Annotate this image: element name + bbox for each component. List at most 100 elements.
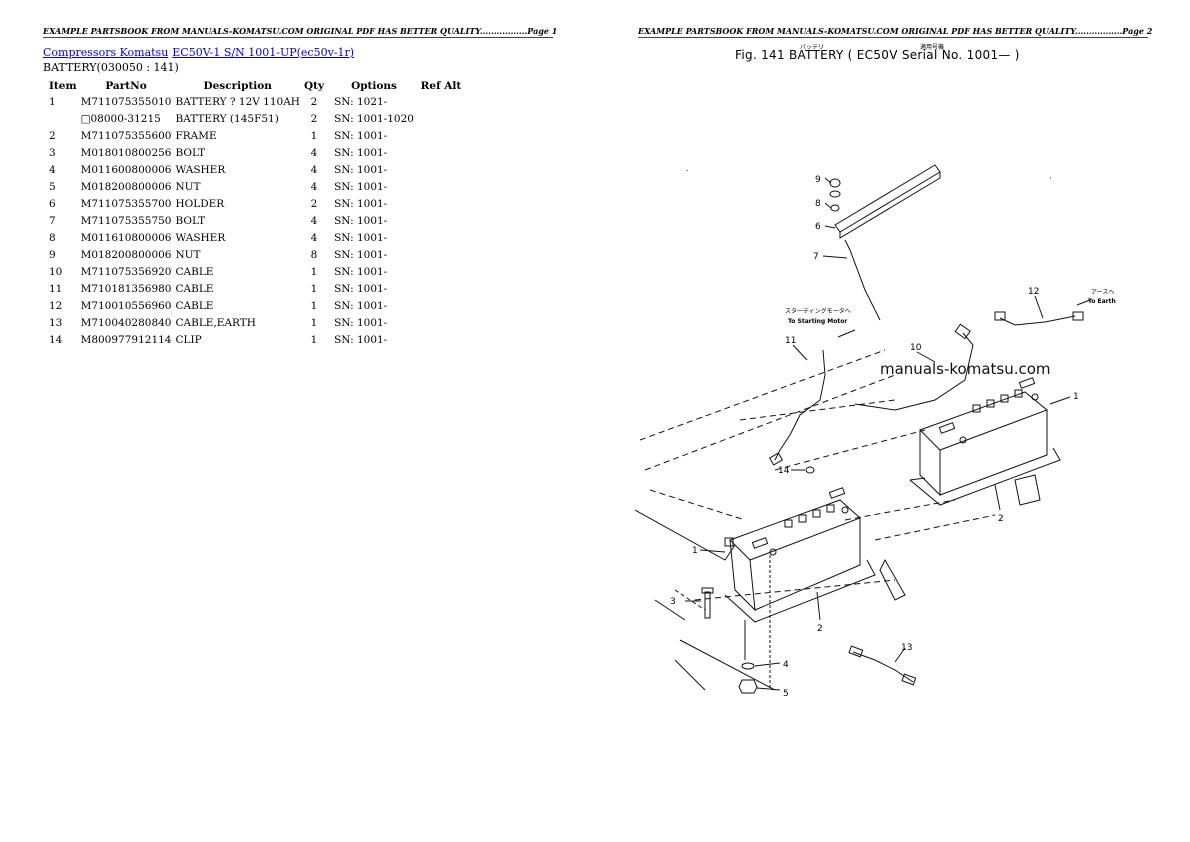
cell-item: 3 [49, 146, 56, 159]
cell-description: CABLE [175, 299, 214, 312]
callout-1b: 1 [692, 546, 698, 556]
figure-title-jp-battery: バッテリ [800, 44, 825, 51]
callout-2: 2 [998, 514, 1004, 524]
callout-9: 9 [815, 175, 821, 185]
cell-description: HOLDER [175, 197, 225, 210]
cell-partno: M711075355600 [80, 129, 172, 142]
cell-options: SN: 1001- [334, 197, 388, 210]
right-page: EXAMPLE PARTSBOOK FROM MANUALS-KOMATSU.C… [595, 0, 1190, 842]
cell-item: 4 [49, 163, 56, 176]
cell-qty: 4 [310, 214, 318, 227]
cell-refalt [416, 280, 466, 297]
cell-options: SN: 1001- [334, 299, 388, 312]
cell-description: WASHER [175, 163, 226, 176]
callout-14: 14 [778, 466, 790, 476]
cell-options: SN: 1001- [334, 214, 388, 227]
cell-qty: 1 [310, 316, 318, 329]
parts-table: Item PartNo Description Qty Options Ref … [43, 78, 466, 348]
callout-11: 11 [785, 336, 796, 346]
cell-refalt [416, 178, 466, 195]
cell-item: 14 [49, 333, 63, 346]
cell-refalt [416, 161, 466, 178]
cell-qty: 1 [310, 333, 318, 346]
left-page: EXAMPLE PARTSBOOK FROM MANUALS-KOMATSU.C… [43, 26, 557, 348]
cell-item: 13 [49, 316, 63, 329]
cell-options: SN: 1001- [334, 180, 388, 193]
cell-partno: M711075355010 [80, 95, 172, 108]
cell-partno: □08000-31215 [80, 112, 161, 125]
cell-refalt [416, 127, 466, 144]
cell-description: CABLE,EARTH [175, 316, 256, 329]
cell-partno: M711075356920 [80, 265, 172, 278]
cell-refalt [416, 110, 466, 127]
col-header-options: Options [351, 79, 397, 92]
cell-item [43, 110, 79, 127]
cell-description: WASHER [175, 231, 226, 244]
cell-partno: M711075355700 [80, 197, 172, 210]
callout-12: 12 [1028, 287, 1039, 297]
callout-numbers: 9 8 6 7 12 11 10 1 14 1 2 3 4 5 2 13 [670, 175, 1079, 699]
col-header-partno: PartNo [105, 79, 147, 92]
cell-description: BATTERY ? 12V 110AH [175, 95, 300, 108]
callout-8: 8 [815, 199, 821, 209]
callout-6: 6 [815, 222, 821, 232]
col-header-item: Item [49, 79, 77, 92]
cell-options: SN: 1001- [334, 265, 388, 278]
cell-options: SN: 1001- [334, 282, 388, 295]
cell-refalt [416, 93, 466, 110]
cell-description: BOLT [175, 146, 206, 159]
cell-description: CABLE [175, 265, 214, 278]
callout-7: 7 [813, 252, 819, 262]
cell-qty: 2 [310, 95, 318, 108]
battery-exploded-diagram: 9 8 6 7 12 11 10 1 14 1 2 3 4 5 2 13 スター… [634, 164, 1116, 699]
cell-item: 6 [49, 197, 56, 210]
cell-qty: 1 [310, 299, 318, 312]
cell-partno: M710010556960 [80, 299, 172, 312]
cell-qty: 8 [310, 248, 318, 261]
cell-refalt [416, 212, 466, 229]
cell-item: 10 [49, 265, 63, 278]
watermark: manuals-komatsu.com [880, 360, 1051, 378]
cell-refalt [416, 331, 466, 348]
callout-2b: 2 [817, 624, 823, 634]
cell-qty: 1 [310, 282, 318, 295]
cell-partno: M710040280840 [80, 316, 172, 329]
callout-1: 1 [1073, 392, 1079, 402]
cell-qty: 4 [310, 180, 318, 193]
cell-description: CLIP [175, 333, 202, 346]
cell-description: CABLE [175, 282, 214, 295]
page-header: EXAMPLE PARTSBOOK FROM MANUALS-KOMATSU.C… [638, 26, 1153, 38]
cell-partno: M711075355750 [80, 214, 172, 227]
cell-partno: M011610800006 [80, 231, 172, 244]
callout-13: 13 [901, 643, 912, 653]
cell-refalt [416, 144, 466, 161]
annotation-earth: To Earth [1088, 298, 1116, 305]
cell-qty: 2 [310, 197, 318, 210]
cell-refalt [416, 195, 466, 212]
breadcrumb-link-model[interactable]: EC50V-1 S/N 1001-UP(ec50v-1r) [172, 46, 355, 59]
breadcrumb-link-catalog[interactable]: Compressors Komatsu [43, 46, 169, 59]
cell-options: SN: 1001- [334, 316, 388, 329]
figure-title: Fig. 141 BATTERY ( EC50V Serial No. 1001… [735, 48, 1020, 62]
annotation-earth-jp: アースへ [1091, 289, 1114, 296]
callout-3: 3 [670, 597, 676, 607]
cell-item: 2 [49, 129, 56, 142]
cell-description: FRAME [175, 129, 217, 142]
cell-refalt [416, 314, 466, 331]
section-title: BATTERY(030050 : 141) [43, 61, 179, 74]
cell-description: NUT [175, 180, 201, 193]
cell-partno: M800977912114 [80, 333, 172, 346]
cell-item: 5 [49, 180, 56, 193]
cell-partno: M018010800256 [80, 146, 172, 159]
cell-options: SN: 1021- [334, 95, 388, 108]
cell-description: NUT [175, 248, 201, 261]
